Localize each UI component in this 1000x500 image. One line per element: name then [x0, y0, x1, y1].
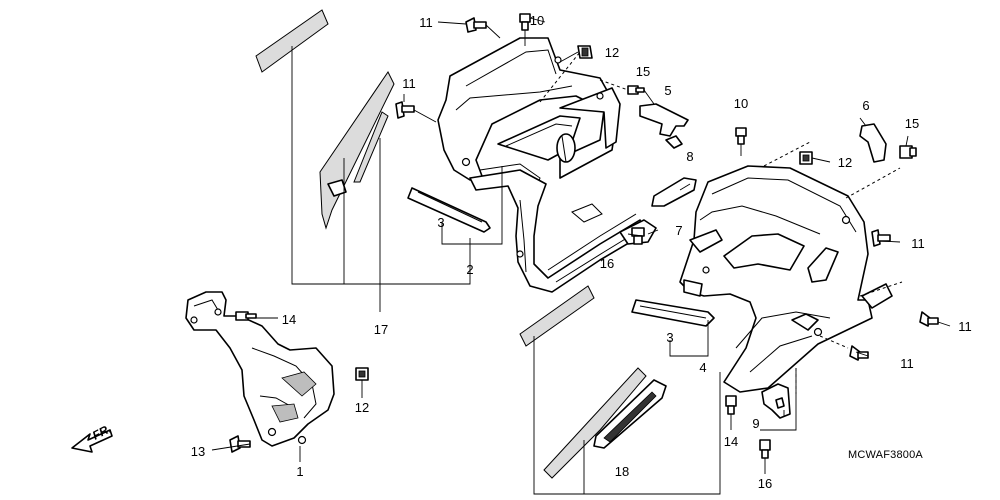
callout-16: 16 — [758, 476, 772, 491]
emblem-decal-18 — [593, 379, 667, 449]
callout-3: 3 — [437, 215, 444, 230]
callout-10: 10 — [734, 96, 748, 111]
screw-11-right-upper — [871, 229, 891, 247]
inner-cowl-2 — [327, 37, 645, 293]
callout-14: 14 — [724, 434, 738, 449]
callout-10: 10 — [530, 13, 544, 28]
bolt-15-right — [899, 145, 917, 159]
grommet-10-right — [735, 127, 747, 145]
callout-12: 12 — [605, 45, 619, 60]
callout-2: 2 — [466, 262, 473, 277]
callout-17: 17 — [374, 322, 388, 337]
grommet-10-top — [519, 13, 531, 31]
bracket-3-left — [407, 187, 491, 233]
stay-6 — [859, 123, 887, 163]
callout-11: 11 — [911, 236, 925, 251]
callout-13: 13 — [191, 444, 205, 459]
clip-14-upper — [235, 311, 257, 321]
callout-5: 5 — [664, 83, 671, 98]
decal-stripe-18 — [519, 285, 647, 479]
callout-3: 3 — [666, 330, 673, 345]
callout-11: 11 — [419, 15, 433, 30]
bolt-15-left — [627, 85, 645, 95]
nut-12-lower — [355, 367, 369, 381]
front-direction-indicator: FR. — [71, 421, 114, 453]
inner-panel-1 — [185, 291, 335, 447]
diagram-code: MCWAF3800A — [848, 449, 923, 461]
bracket-3-right — [631, 299, 715, 327]
stay-9 — [761, 383, 791, 419]
callout-6: 6 — [862, 98, 869, 113]
callout-8: 8 — [686, 149, 693, 164]
screw-13 — [229, 435, 251, 453]
callout-4: 4 — [699, 360, 706, 375]
screw-11-right-lower — [849, 345, 869, 361]
screw-11-right-middle — [919, 311, 939, 327]
clip-16-middle — [631, 227, 645, 245]
screw-11-top — [465, 17, 487, 33]
callout-9: 9 — [752, 416, 759, 431]
callout-14: 14 — [282, 312, 296, 327]
callout-1: 1 — [296, 464, 303, 479]
callout-15: 15 — [905, 116, 919, 131]
callout-7: 7 — [675, 223, 682, 238]
leader-lines — [211, 17, 951, 495]
callout-numbers: 11 10 12 11 15 5 10 6 15 12 8 3 7 2 16 1… — [191, 13, 972, 491]
callout-12: 12 — [838, 155, 852, 170]
clip-16-lower — [759, 439, 771, 459]
nut-12-top — [577, 45, 593, 59]
callout-11: 11 — [900, 356, 914, 371]
callout-15: 15 — [636, 64, 650, 79]
fasteners — [229, 13, 939, 459]
decal-stripe-17 — [255, 9, 395, 230]
callout-12: 12 — [355, 400, 369, 415]
clip-14-lower — [725, 395, 737, 415]
stay-5 — [639, 103, 689, 149]
callout-16: 16 — [600, 256, 614, 271]
side-cowl-4 — [679, 165, 893, 393]
callout-11: 11 — [402, 76, 416, 91]
callout-11: 11 — [958, 319, 972, 334]
callout-18: 18 — [615, 464, 629, 479]
nut-12-right — [799, 151, 813, 165]
bracket-8 — [651, 177, 697, 207]
screw-11-left — [395, 101, 415, 119]
